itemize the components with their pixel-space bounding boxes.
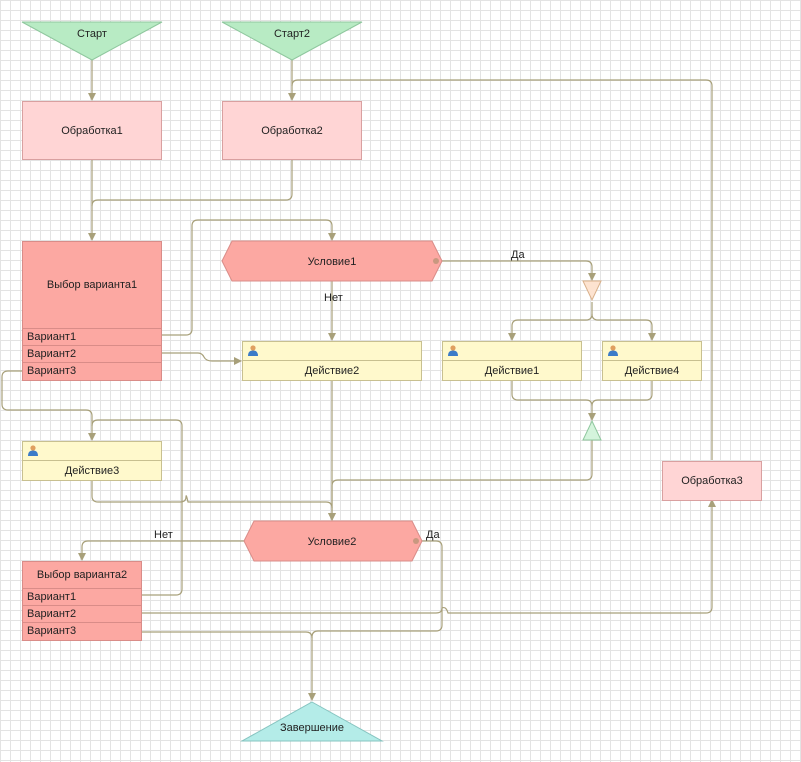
action3-box[interactable]: Действие3 bbox=[22, 441, 162, 481]
choice2-option-1[interactable]: Вариант1 bbox=[23, 588, 141, 605]
split-gateway[interactable] bbox=[582, 280, 602, 302]
condition2-node[interactable]: Условие2 bbox=[243, 520, 423, 562]
start-label: Старт bbox=[77, 28, 107, 40]
connector-variant3-to-end bbox=[142, 631, 313, 639]
choice1-box[interactable]: Выбор варианта1 Вариант1 Вариант2 Вариан… bbox=[22, 241, 162, 381]
edge-label-yes-1: Да bbox=[511, 249, 525, 261]
condition2-label: Условие2 bbox=[308, 536, 357, 548]
end-node[interactable]: Завершение bbox=[240, 701, 384, 742]
connector-process3-to-process2 bbox=[291, 79, 713, 460]
connector-split-to-action4 bbox=[591, 313, 656, 341]
connector-condition2-yes-to-end bbox=[308, 540, 443, 701]
connector-choice2-variant1-loop bbox=[91, 419, 183, 596]
start2-node[interactable]: Старт2 bbox=[221, 21, 363, 61]
user-icon bbox=[448, 345, 458, 356]
action1-box[interactable]: Действие1 bbox=[442, 341, 582, 381]
user-icon bbox=[28, 445, 38, 456]
condition1-node[interactable]: Условие1 bbox=[221, 240, 443, 282]
connector-action1-to-merge bbox=[511, 380, 596, 421]
choice1-option-2[interactable]: Вариант2 bbox=[23, 345, 161, 362]
merge-gateway[interactable] bbox=[582, 419, 602, 441]
edge-label-no-2: Нет bbox=[154, 529, 173, 541]
action3-label: Действие3 bbox=[64, 465, 120, 477]
connectors bbox=[1, 60, 716, 701]
action1-label: Действие1 bbox=[484, 365, 540, 377]
start2-label: Старт2 bbox=[274, 28, 310, 40]
choice2-title: Выбор варианта2 bbox=[36, 569, 128, 581]
process1-label: Обработка1 bbox=[61, 124, 123, 137]
action2-label: Действие2 bbox=[304, 365, 360, 377]
choice1-option-1[interactable]: Вариант1 bbox=[23, 328, 161, 345]
condition1-label: Условие1 bbox=[308, 256, 357, 268]
process2-box[interactable]: Обработка2 bbox=[222, 101, 362, 160]
user-icon bbox=[608, 345, 618, 356]
process1-box[interactable]: Обработка1 bbox=[22, 101, 162, 160]
edge-label-yes-2: Да bbox=[426, 529, 440, 541]
edge-label-no-1: Нет bbox=[324, 292, 343, 304]
choice2-option-3[interactable]: Вариант3 bbox=[23, 622, 141, 639]
end-label: Завершение bbox=[280, 722, 344, 734]
connector-split-to-action1 bbox=[508, 302, 593, 341]
connector-variant2-to-action2 bbox=[162, 352, 242, 365]
process3-box[interactable]: Обработка3 bbox=[662, 461, 762, 501]
connector-action3-to-condition2 bbox=[91, 480, 333, 509]
action4-label: Действие4 bbox=[624, 365, 680, 377]
action2-box[interactable]: Действие2 bbox=[242, 341, 422, 381]
connector-merge-to-condition2 bbox=[328, 440, 593, 521]
connector-condition2-no-to-choice2 bbox=[78, 540, 244, 561]
connector-condition1-yes-to-split bbox=[436, 260, 596, 281]
choice2-option-2[interactable]: Вариант2 bbox=[23, 605, 141, 622]
choice1-option-3[interactable]: Вариант3 bbox=[23, 362, 161, 379]
connector-action4-to-merge bbox=[591, 380, 653, 407]
connector-variant1-to-condition1 bbox=[162, 219, 336, 336]
connector-variant2-to-process3 bbox=[142, 499, 716, 614]
choice1-title: Выбор варианта1 bbox=[46, 279, 138, 291]
connector-process2-to-choice1 bbox=[91, 160, 293, 207]
process3-label: Обработка3 bbox=[681, 475, 743, 487]
process2-label: Обработка2 bbox=[261, 124, 323, 137]
start-node[interactable]: Старт bbox=[21, 21, 163, 61]
user-icon bbox=[248, 345, 258, 356]
choice2-box[interactable]: Выбор варианта2 Вариант1 Вариант2 Вариан… bbox=[22, 561, 142, 641]
action4-box[interactable]: Действие4 bbox=[602, 341, 702, 381]
connector-variant3-to-action3 bbox=[1, 370, 96, 441]
